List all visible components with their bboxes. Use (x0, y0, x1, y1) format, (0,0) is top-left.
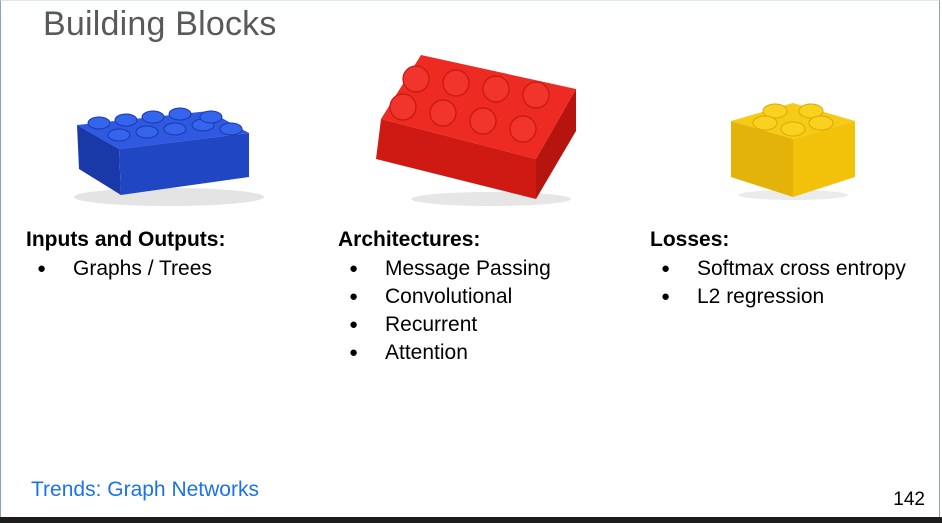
slide-title: Building Blocks (43, 5, 277, 43)
column-heading: Losses: (650, 228, 730, 251)
bullet-icon: ● (349, 260, 359, 277)
yellow-lego-brick-icon (731, 103, 855, 200)
bullet-icon: ● (349, 344, 359, 361)
list-item-text: Graphs / Trees (73, 257, 212, 280)
list-item: ● Recurrent (338, 311, 551, 339)
bullet-icon: ● (37, 260, 47, 277)
red-lego-brick-icon (376, 55, 576, 206)
list-item-text: Recurrent (385, 313, 478, 336)
bullet-icon: ● (661, 288, 671, 305)
bullet-icon: ● (349, 288, 359, 305)
bullet-list: ● Softmax cross entropy ● L2 regression (650, 255, 906, 311)
list-item: ● L2 regression (650, 283, 906, 311)
list-item: ● Convolutional (338, 283, 551, 311)
blue-lego-brick-icon (74, 107, 264, 206)
list-item: ● Graphs / Trees (26, 255, 225, 283)
column-heading: Architectures: (338, 228, 481, 251)
list-item-text: L2 regression (697, 285, 825, 308)
bullet-list: ● Graphs / Trees (26, 255, 225, 283)
column-inputs-outputs: Inputs and Outputs: ● Graphs / Trees (26, 227, 225, 283)
page-number: 142 (893, 489, 925, 510)
list-item: ● Message Passing (338, 255, 551, 283)
list-item: ● Softmax cross entropy (650, 255, 906, 283)
bottom-border (0, 517, 942, 523)
list-item-text: Softmax cross entropy (697, 257, 906, 280)
bullet-icon: ● (661, 260, 671, 277)
column-architectures: Architectures: ● Message Passing ● Convolu… (338, 227, 551, 367)
list-item-text: Convolutional (385, 285, 513, 308)
column-losses: Losses: ● Softmax cross entropy ● L2 regre… (650, 227, 906, 311)
list-item-text: Message Passing (385, 257, 551, 280)
list-item: ● Attention (338, 339, 551, 367)
list-item-text: Attention (385, 341, 468, 364)
column-heading: Inputs and Outputs: (26, 228, 226, 251)
footer-link-trends[interactable]: Trends: Graph Networks (31, 478, 259, 501)
bullet-list: ● Message Passing ● Convolutional ● Recurre… (338, 255, 551, 367)
bullet-icon: ● (349, 316, 359, 333)
